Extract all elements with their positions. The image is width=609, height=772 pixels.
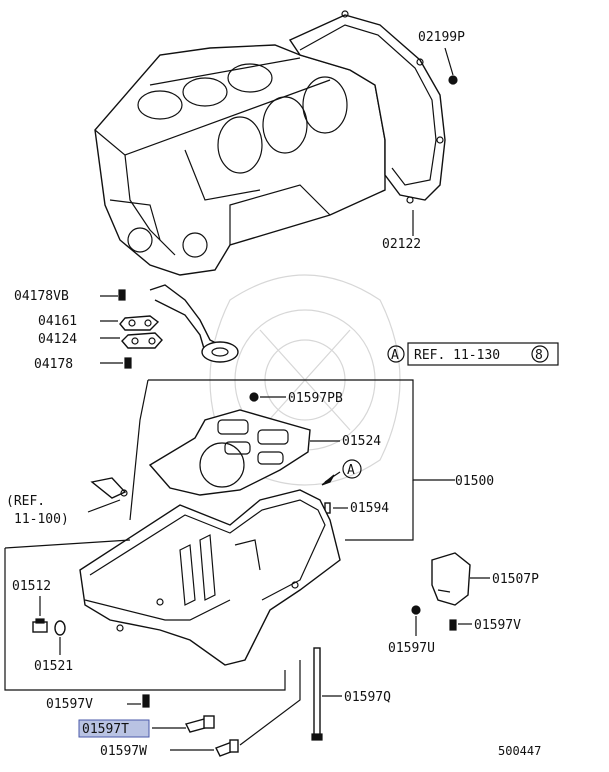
label-01507p[interactable]: 01507P <box>492 572 539 587</box>
bolt-04178[interactable] <box>124 357 132 369</box>
label-04124[interactable]: 04124 <box>38 332 77 347</box>
highlight-01597t <box>78 719 150 738</box>
ref-a-page: 8 <box>535 348 543 363</box>
oil-pan[interactable] <box>79 489 341 666</box>
stud-01597q[interactable] <box>311 647 323 741</box>
bolt-01597w[interactable] <box>215 739 239 757</box>
label-04178vb[interactable]: 04178VB <box>14 289 69 304</box>
bolt-01597t[interactable] <box>184 715 215 733</box>
label-01597pb[interactable]: 01597PB <box>288 391 343 406</box>
label-01594[interactable]: 01594 <box>350 501 389 516</box>
label-01597t[interactable]: 01597T <box>82 722 129 737</box>
ref-11-130[interactable]: A REF. 11-130 8 <box>387 342 559 366</box>
label-01597q[interactable]: 01597Q <box>344 690 391 705</box>
engine-block[interactable] <box>94 44 386 276</box>
ref-11-100[interactable]: (REF. 11-100) <box>6 477 128 527</box>
bracket-left-top <box>4 539 131 549</box>
label-01512[interactable]: 01512 <box>12 579 51 594</box>
bolt-01597u[interactable] <box>411 605 421 615</box>
ref-a-text: REF. 11-130 <box>414 348 500 363</box>
label-01524[interactable]: 01524 <box>342 434 381 449</box>
gasket-04161[interactable] <box>119 315 160 331</box>
oil-strainer[interactable] <box>149 284 239 363</box>
bracket-left-bottom <box>4 548 286 691</box>
label-04161[interactable]: 04161 <box>38 314 77 329</box>
cover-01507p[interactable] <box>431 552 471 606</box>
bracket-01500 <box>148 379 455 481</box>
washer-01521[interactable] <box>54 620 66 636</box>
drain-plug-01512[interactable] <box>32 618 48 633</box>
baffle-plate-01524[interactable] <box>148 409 311 496</box>
bolt-01597v-left[interactable] <box>142 694 150 708</box>
bolt-01597v-right[interactable] <box>449 619 457 631</box>
gasket-04124[interactable] <box>121 332 163 349</box>
ref-a-letter: A <box>391 348 399 363</box>
arrow-a[interactable]: A <box>321 459 362 486</box>
label-01597w[interactable]: 01597W <box>100 744 147 759</box>
label-01597v-left[interactable]: 01597V <box>46 697 93 712</box>
label-01597v-right[interactable]: 01597V <box>474 618 521 633</box>
diagram-number: 500447 <box>498 744 541 758</box>
plug-01594[interactable] <box>324 502 331 514</box>
rear-plate-gasket[interactable] <box>288 10 446 204</box>
bracket-right-lower <box>239 660 301 746</box>
label-02122[interactable]: 02122 <box>382 237 421 252</box>
bolt-01597pb[interactable] <box>249 392 259 402</box>
label-01500[interactable]: 01500 <box>455 474 494 489</box>
bolt-02199p[interactable] <box>444 47 458 85</box>
bracket-01500-left <box>129 379 149 521</box>
arrow-a-letter: A <box>347 463 355 478</box>
label-01597u[interactable]: 01597U <box>388 641 435 656</box>
ref-box-line2: 11-100) <box>14 512 69 527</box>
label-01521[interactable]: 01521 <box>34 659 73 674</box>
bracket-01500-lower <box>345 480 414 541</box>
ref-box-line1: (REF. <box>6 494 45 509</box>
label-04178[interactable]: 04178 <box>34 357 73 372</box>
label-02199p[interactable]: 02199P <box>418 30 465 45</box>
bolt-04178vb[interactable] <box>118 289 126 301</box>
